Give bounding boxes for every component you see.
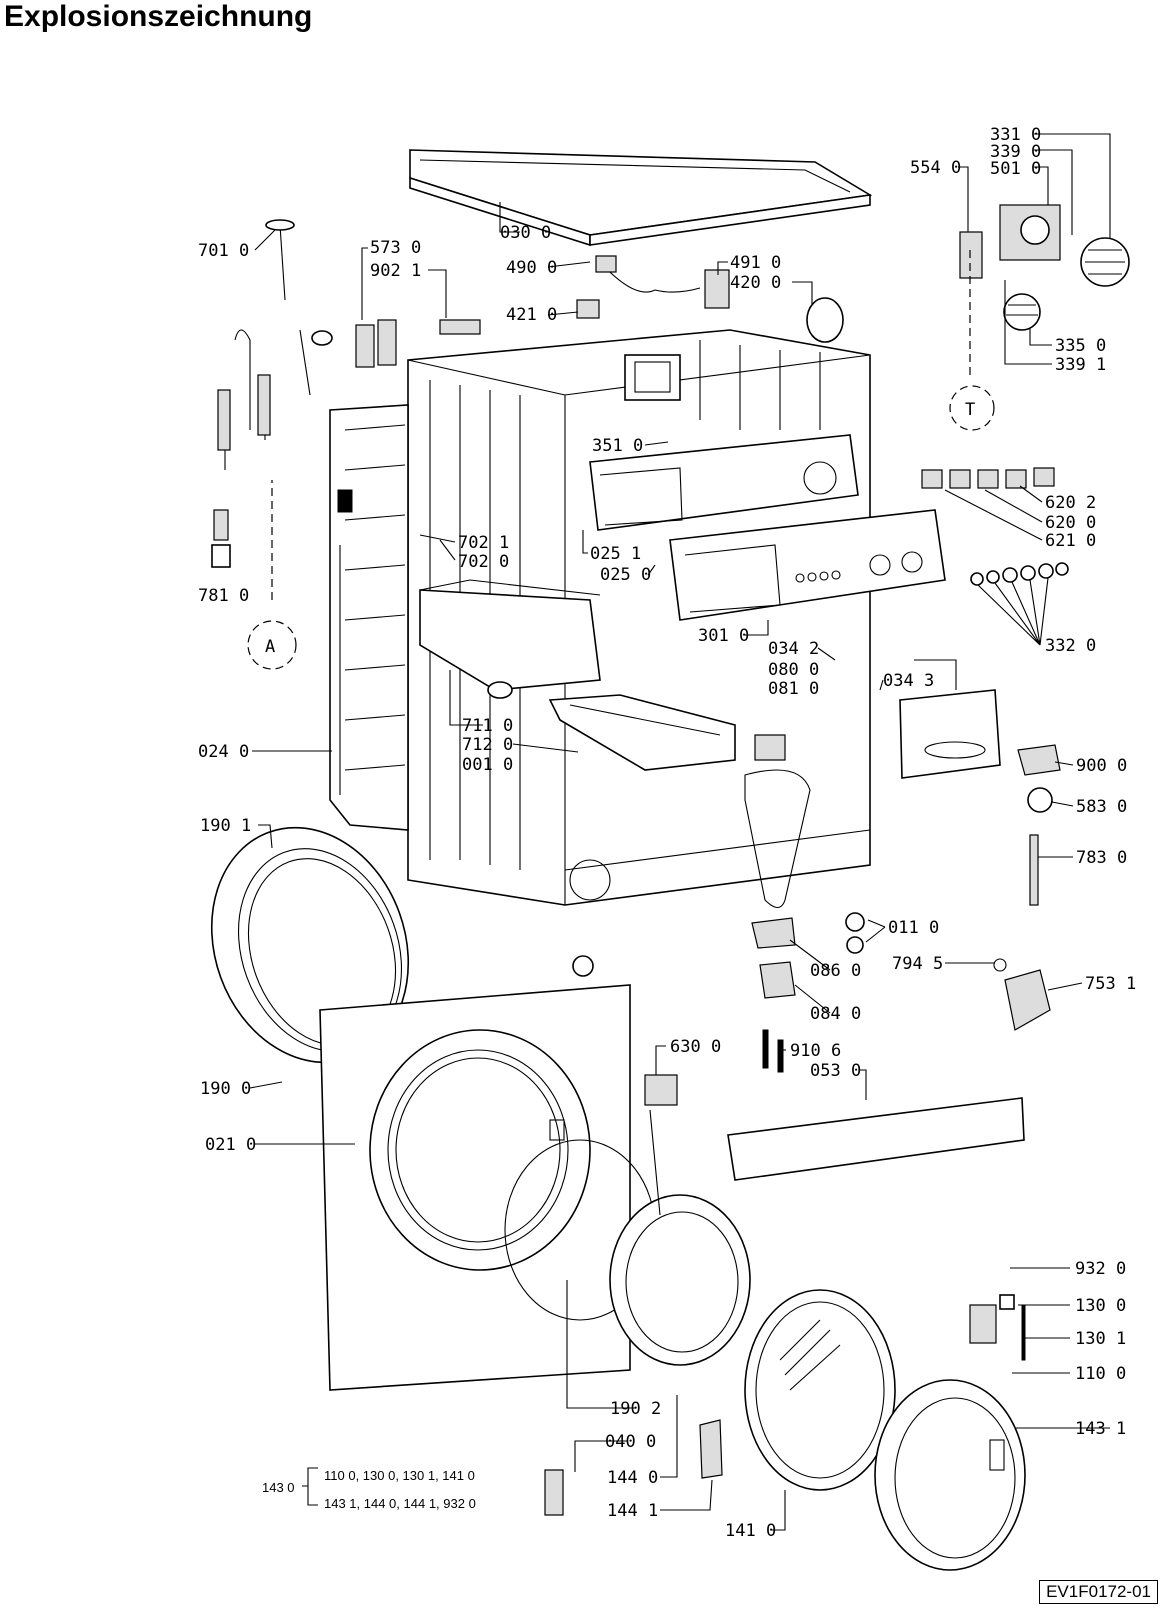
- part-label: 332 0: [1045, 636, 1096, 656]
- part-label: 144 0: [607, 1468, 658, 1488]
- part-label: 130 1: [1075, 1329, 1126, 1349]
- part-label: 034 3: [883, 671, 934, 691]
- part-label: 011 0: [888, 918, 939, 938]
- part-label: 001 0: [462, 755, 513, 775]
- part-label: 301 0: [698, 626, 749, 646]
- door-inner-ring-part: [504, 1109, 751, 1366]
- programmer-part: [959, 204, 1130, 331]
- push-buttons-part: [921, 467, 1069, 586]
- part-label: 900 0: [1076, 756, 1127, 776]
- legend-line-1: 110 0, 130 0, 130 1, 141 0: [324, 1468, 475, 1483]
- legend-line-2: 143 1, 144 0, 144 1, 932 0: [324, 1496, 476, 1511]
- part-label: 034 2: [768, 639, 819, 659]
- part-label: 583 0: [1076, 797, 1127, 817]
- part-label: 143 1: [1075, 1419, 1126, 1439]
- part-label: 421 0: [506, 305, 557, 325]
- marker-a-label: A: [265, 637, 275, 657]
- part-label: 783 0: [1076, 848, 1127, 868]
- part-label: 040 0: [605, 1432, 656, 1452]
- part-label: 080 0: [768, 660, 819, 680]
- part-label: 711 0: [462, 716, 513, 736]
- part-label: 491 0: [730, 253, 781, 273]
- door-glass-part: [744, 1289, 896, 1491]
- side-panel-part: [329, 404, 409, 831]
- drain-hose-part: [744, 734, 811, 909]
- assembly-legend: 143 0 110 0, 130 0, 130 1, 141 0 143 1, …: [262, 1468, 476, 1511]
- leader-lines: [249, 133, 1111, 1531]
- document-code-box: EV1F0172-01: [1039, 1580, 1158, 1604]
- part-label: 910 6: [790, 1041, 841, 1061]
- page-title: Explosionszeichnung: [4, 0, 313, 33]
- part-label: 702 1: [458, 533, 509, 553]
- part-label: 620 2: [1045, 493, 1096, 513]
- part-label: 190 1: [200, 816, 251, 836]
- part-label: 144 1: [607, 1501, 658, 1521]
- part-label: 490 0: [506, 258, 557, 278]
- part-label: 053 0: [810, 1061, 861, 1081]
- inlet-valve-part: [299, 319, 397, 396]
- front-panel-part: [319, 984, 631, 1391]
- inlet-hose-part: [211, 219, 295, 568]
- part-label: 141 0: [725, 1521, 776, 1541]
- part-label: 021 0: [205, 1135, 256, 1155]
- control-frame-part: [589, 434, 859, 531]
- part-label: 712 0: [462, 735, 513, 755]
- part-label: 902 1: [370, 261, 421, 281]
- part-label: 351 0: [592, 436, 643, 456]
- part-label: 190 0: [200, 1079, 251, 1099]
- detergent-housing-part: [419, 579, 601, 699]
- part-label: 339 0: [990, 142, 1041, 162]
- part-label: 781 0: [198, 586, 249, 606]
- part-label: 025 1: [590, 544, 641, 564]
- part-label: 420 0: [730, 273, 781, 293]
- part-label: 932 0: [1075, 1259, 1126, 1279]
- control-panel-part: [669, 509, 946, 621]
- part-label: 130 0: [1075, 1296, 1126, 1316]
- reference-markers: A T: [247, 250, 995, 670]
- part-label: 501 0: [990, 159, 1041, 179]
- part-label: 630 0: [670, 1037, 721, 1057]
- part-label: 025 0: [600, 565, 651, 585]
- part-label: 702 0: [458, 552, 509, 572]
- part-label: 621 0: [1045, 531, 1096, 551]
- wiring-connectors-part: [439, 255, 844, 343]
- part-label: 339 1: [1055, 355, 1106, 375]
- part-label: 554 0: [910, 158, 961, 178]
- part-label: 084 0: [810, 1004, 861, 1024]
- part-label: 573 0: [370, 238, 421, 258]
- detergent-drawer-part: [548, 694, 736, 771]
- part-label: 081 0: [768, 679, 819, 699]
- part-label: 335 0: [1055, 336, 1106, 356]
- part-label: 794 5: [892, 954, 943, 974]
- part-label: 331 0: [990, 125, 1041, 145]
- part-label: 701 0: [198, 241, 249, 261]
- marker-t-label: T: [965, 400, 975, 420]
- lower-small-parts: [544, 912, 1051, 1516]
- part-label: 753 1: [1085, 974, 1136, 994]
- part-label: 620 0: [1045, 513, 1096, 533]
- top-cover-part: [409, 149, 873, 247]
- part-label: 110 0: [1075, 1364, 1126, 1384]
- part-label: 030 0: [500, 223, 551, 243]
- part-label: 190 2: [610, 1399, 661, 1419]
- door-outer-frame-part: [874, 1379, 1026, 1571]
- part-label: 086 0: [810, 961, 861, 981]
- legend-key: 143 0: [262, 1480, 295, 1495]
- cover-panel-right-part: [899, 689, 1061, 906]
- part-labels: 030 0 701 0 573 0 902 1 490 0 491 0 420 …: [198, 125, 1136, 1541]
- part-label: 024 0: [198, 742, 249, 762]
